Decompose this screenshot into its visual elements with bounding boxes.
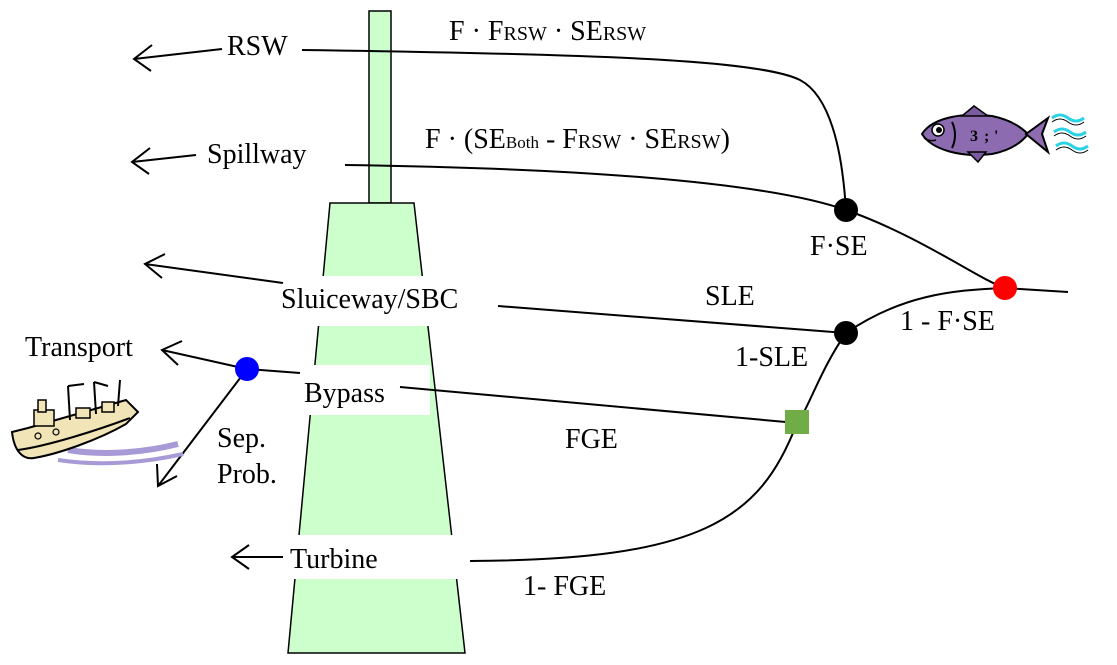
fse-label: F·SE <box>810 231 868 262</box>
one-minus-fge-label: 1- FGE <box>523 571 606 602</box>
dam-body <box>287 202 466 654</box>
sle-node <box>834 321 858 345</box>
spillway-arrow <box>130 147 197 175</box>
route-label-turbine: Turbine <box>290 544 378 575</box>
start-node <box>993 276 1017 300</box>
separation-arrow <box>156 368 248 488</box>
svg-text:': ' <box>994 128 998 145</box>
rsw-formula: F · FRSW · SERSW <box>449 16 646 47</box>
dam-tower <box>368 10 392 204</box>
one-minus-fse-label: 1 - F·SE <box>900 306 995 337</box>
fge-label: FGE <box>565 424 618 455</box>
rsw-arrow <box>132 44 223 72</box>
route-label-bypass: Bypass <box>304 378 385 409</box>
separation-prob-line1: Sep. <box>217 423 266 454</box>
sluiceway-arrow <box>143 253 284 284</box>
upper-branch-line <box>845 287 1006 334</box>
sle-label: SLE <box>705 281 755 312</box>
turbine-arrow <box>230 544 283 570</box>
fse-node <box>834 198 858 222</box>
svg-text:3: 3 <box>970 128 978 145</box>
sluiceway-route-line <box>497 305 847 334</box>
transport-arrow <box>160 340 248 370</box>
ship-clipart-icon <box>10 379 184 466</box>
svg-text:;: ; <box>984 128 989 145</box>
spillway-route-line <box>344 164 847 211</box>
route-label-rsw: RSW <box>227 31 288 62</box>
fge-node <box>785 410 809 434</box>
spillway-formula: F · (SEBoth - FRSW · SERSW) <box>425 124 730 155</box>
fish-clipart-icon: 3 ; ' <box>920 105 1089 164</box>
route-label-spillway: Spillway <box>207 139 307 170</box>
turbine-route-line <box>469 422 798 562</box>
route-label-transport: Transport <box>25 332 133 363</box>
rsw-route-line <box>301 49 847 211</box>
transport-node <box>235 357 259 381</box>
one-minus-sle-label: 1-SLE <box>735 342 808 373</box>
bypass-route-line <box>399 386 798 424</box>
route-label-sluiceway: Sluiceway/SBC <box>281 284 458 315</box>
separation-prob-line2: Prob. <box>217 459 277 490</box>
main-route-line <box>845 209 1069 293</box>
